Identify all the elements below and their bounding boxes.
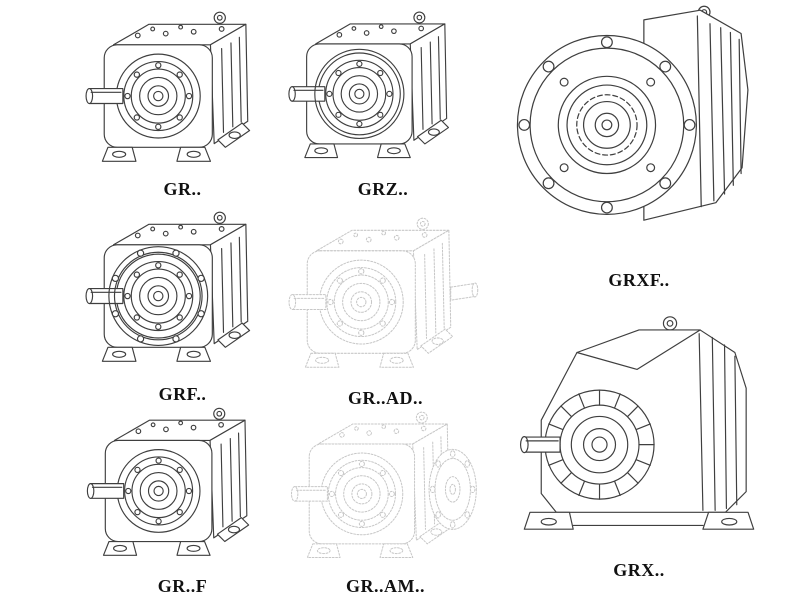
figure-label-grxf: GRXF.. [608,270,670,290]
gearbox-flange-mounted-drawing [80,202,285,378]
figure-grz [283,2,483,174]
figure-label-grz: GRZ.. [357,179,409,199]
figure-label-grad: GR..AD.. [348,388,423,408]
figure-grf2 [80,400,285,570]
figure-label-gram: GR..AM.. [346,576,425,596]
figure-grf [80,202,285,378]
gearbox-motor-flange-adapter-phantom-drawing [283,404,477,572]
gearbox-foot-mounted-drawing [80,400,285,570]
figure-label-grx: GRX.. [613,560,665,580]
gearbox-heavy-duty-finned-drawing [498,292,780,554]
gearbox-large-flange-drawing [498,0,780,244]
figure-label-grf2: GR..F [157,576,208,596]
gearbox-input-adapter-phantom-drawing [283,208,479,384]
figure-grx [498,292,780,554]
gearbox-foot-mounted-ring-drawing [283,2,483,174]
figure-gram [283,404,488,572]
figure-label-grf: GRF.. [158,384,207,404]
figure-gr [80,2,285,178]
figure-grad [283,208,488,384]
figure-label-gr: GR.. [163,179,202,199]
figure-grxf [498,0,780,244]
gearbox-foot-mounted-drawing [80,2,285,178]
